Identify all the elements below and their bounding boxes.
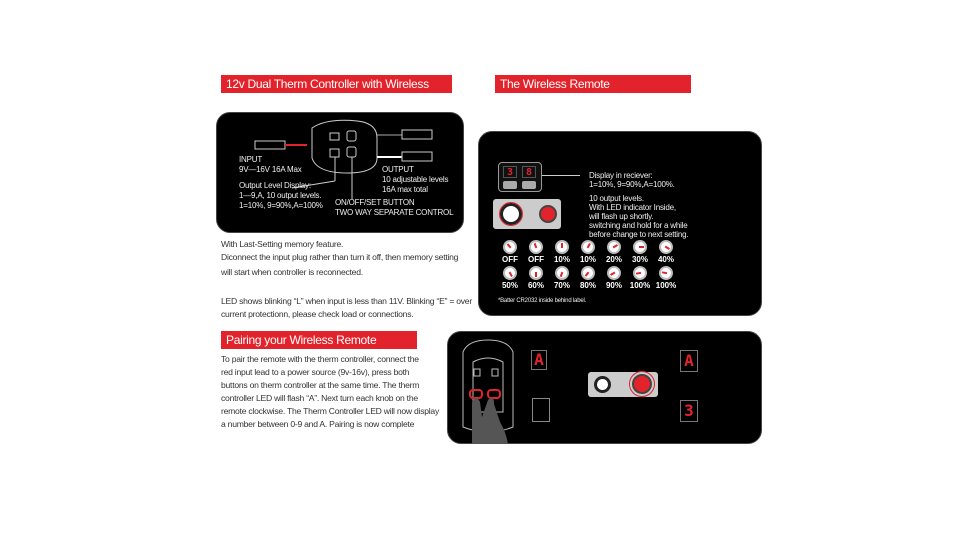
level-label: 80% — [579, 281, 596, 290]
levels-note: switching and hold for a while — [589, 221, 688, 230]
memory-line1: With Last-Setting memory feature. — [221, 239, 344, 249]
remote-title: The Wireless Remote — [495, 75, 691, 93]
level-knob-icon — [631, 264, 649, 282]
pairing-line: red input lead to a power source (9v-16v… — [221, 367, 410, 377]
level-label: 60% — [527, 281, 544, 290]
pairing-title: Pairing your Wireless Remote — [221, 331, 417, 349]
remote-diagram-panel: 3 8 Display in reciever: 1=10%, 9=90%,A=… — [478, 131, 762, 316]
level-knob-icon — [555, 240, 569, 254]
output-label: OUTPUT — [382, 165, 414, 174]
level-knob-icon — [578, 237, 598, 257]
knob-left-icon — [499, 202, 523, 226]
display-line2: 1=10%, 9=90%,A=100% — [239, 201, 323, 210]
level-knob-icon — [553, 264, 571, 282]
pairing-line: To pair the remote with the therm contro… — [221, 354, 419, 364]
display-note2: 1=10%, 9=90%,A=100%. — [589, 180, 675, 189]
level-knob-icon — [578, 263, 598, 283]
led-line2: current protectionn, please check load o… — [221, 309, 414, 319]
level-knob-icon — [604, 237, 624, 257]
levels-note: 10 output levels. — [589, 194, 644, 203]
memory-line3: will start when controller is reconnecte… — [221, 267, 363, 277]
led-line1: LED shows blinking “L” when input is les… — [221, 296, 472, 306]
controller-led-a: A — [531, 350, 547, 370]
output-line1: 10 adjustable levels — [382, 175, 449, 184]
remote-device — [493, 199, 561, 229]
pairing-line: a number between 0-9 and A. Pairing is n… — [221, 419, 415, 429]
level-label: OFF — [528, 255, 544, 264]
level-label: 70% — [553, 281, 570, 290]
level-label: 30% — [631, 255, 648, 264]
level-knob-icon — [657, 264, 675, 282]
controller-led-blank — [532, 398, 550, 422]
level-knob-icon — [633, 240, 647, 254]
level-knob-icon — [500, 237, 520, 257]
controller-press-illustration — [462, 339, 514, 444]
pairing-line: buttons on therm controller at the same … — [221, 380, 420, 390]
levels-note: With LED indicator Inside, — [589, 203, 676, 212]
levels-note: will flash up shortly. — [589, 212, 654, 221]
memory-line2: Diconnect the input plug rather than tur… — [221, 252, 459, 262]
knob-left-icon — [594, 376, 611, 393]
pairing-diagram-panel: A A 3 — [447, 331, 762, 444]
button-line2: TWO WAY SEPARATE CONTROL — [335, 208, 454, 217]
level-label: 90% — [605, 281, 622, 290]
controller-title: 12v Dual Therm Controller with Wireless … — [221, 75, 452, 109]
display-label: Output Level Display: — [239, 181, 311, 190]
receiver-display: 3 8 — [498, 162, 542, 192]
receiver-digit1: 3 — [503, 166, 517, 178]
knob-right-icon — [539, 205, 557, 223]
button-line1: ON/OFF/SET BUTTON — [335, 198, 415, 207]
level-knob-icon — [527, 238, 545, 256]
input-spec: 9V—16V 16A Max — [239, 165, 302, 174]
level-label: 10% — [553, 255, 570, 264]
level-label: 50% — [501, 281, 518, 290]
controller-diagram-panel: INPUT 9V—16V 16A Max Output Level Displa… — [216, 112, 464, 233]
level-knob-icon — [529, 266, 543, 280]
pairing-line: remote clockwise. The Therm Controller L… — [221, 406, 440, 416]
battery-note: *Batter CR2032 inside behind label. — [498, 298, 587, 304]
level-label: 40% — [657, 255, 674, 264]
level-knob-icon — [500, 263, 520, 283]
level-label: 100% — [629, 281, 651, 290]
pairing-line: controller LED will flash “A”. Next turn… — [221, 393, 418, 403]
level-label: 100% — [655, 281, 677, 290]
level-label: 10% — [579, 255, 596, 264]
level-knob-icon — [604, 263, 624, 283]
receiver-led-bottom: 3 — [680, 400, 698, 422]
remote-device — [588, 371, 658, 397]
levels-note: before change to next setting. — [589, 230, 689, 239]
output-line2: 16A max total — [382, 185, 428, 194]
display-line1: 1—9,A, 10 output levels. — [239, 191, 322, 200]
receiver-digit2: 8 — [522, 166, 536, 178]
input-label: INPUT — [239, 155, 263, 164]
level-label: 20% — [605, 255, 622, 264]
level-knob-icon — [656, 237, 676, 257]
controller-illustration — [254, 119, 433, 199]
knob-right-icon — [629, 371, 655, 397]
level-label: OFF — [502, 255, 518, 264]
display-note1: Display in reciever: — [589, 171, 653, 180]
receiver-led-top: A — [680, 350, 698, 372]
